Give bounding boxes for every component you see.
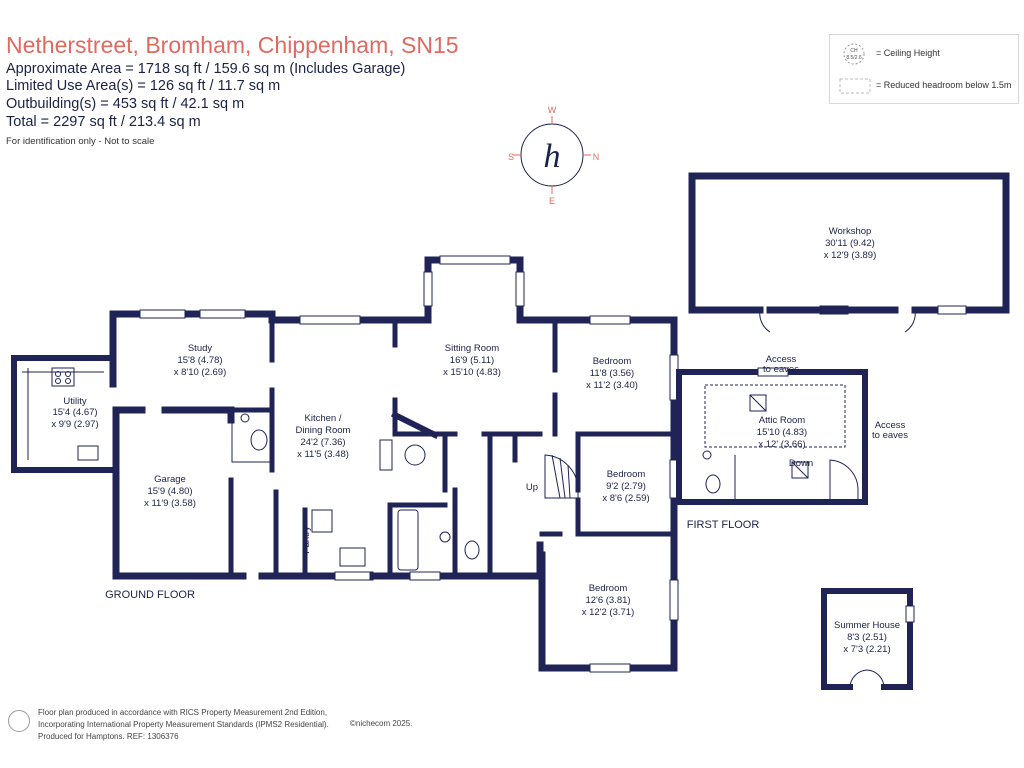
kitchen-name2: Dining Room [296,425,351,436]
workshop-walls [688,172,1010,333]
bedroom1-name: Bedroom [593,356,632,367]
bath-icon [397,509,419,571]
compass: W E S N h [508,105,599,206]
compass-w: W [548,105,557,115]
sitting-dims1: 16'9 (5.11) [450,355,494,366]
reduced-headroom-label: = Reduced headroom below 1.5m [876,80,1012,90]
bedroom1-dims2: x 11'2 (3.40) [586,380,638,391]
legend-symbols: CH 8.5/2.6 [839,43,871,94]
ceiling-badge-line2: 8.5/2.6 [846,55,862,61]
identification-note: For identification only - Not to scale [6,136,155,147]
study-name: Study [188,343,213,354]
attic-name: Attic Room [759,415,806,426]
garage-dims2: x 11'9 (3.58) [144,498,196,509]
ground-floor-label: GROUND FLOOR [105,589,195,601]
garage-dims1: 15'9 (4.80) [147,486,192,497]
ceiling-badge-line1: CH [850,48,858,54]
footer: Floor plan produced in accordance with R… [38,707,329,743]
summer-house-dims2: x 7'3 (2.21) [843,644,890,655]
attic-dims1: 15'10 (4.83) [757,427,807,438]
hob-icon [51,367,75,387]
kitchen-dims1: 24'2 (7.36) [300,437,345,448]
compass-n: N [593,152,600,162]
kitchen-sink-icon [339,547,366,567]
eaves-top-line1: Access [766,354,797,365]
footer-credit: ©nichecom 2025. [350,719,413,728]
utility-name: Utility [63,396,86,407]
bedroom3-dims2: x 12'2 (3.71) [582,607,635,618]
garage-name: Garage [154,474,186,485]
utility-dims1: 15'4 (4.67) [52,407,97,418]
stairs-up-label: Up [526,482,538,493]
footer-line3: Produced for Hamptons. REF: 1306376 [38,732,179,741]
utility-sink-icon [77,445,99,461]
first-floor-walls [676,367,868,505]
bedroom2-dims2: x 8'6 (2.59) [602,493,649,504]
ground-floor-fixtures [51,367,480,571]
ceiling-height-label: = Ceiling Height [876,48,940,58]
fireplace-icon [379,439,393,471]
kitchen-hob-icon [311,509,333,533]
footer-line1: Floor plan produced in accordance with R… [38,708,328,717]
footer-line2: Incorporating International Property Mea… [38,720,329,729]
total-area: Total = 2297 sq ft / 213.4 sq m [6,114,201,130]
reduced-headroom-icon [839,78,871,94]
eaves-top-line2: to eaves [763,364,799,375]
rics-badge-icon [8,710,30,732]
eaves-right-line2: to eaves [872,430,908,441]
bedroom3-dims1: 12'6 (3.81) [585,595,630,606]
wc-toilet-icon [250,429,268,451]
bedroom2-dims1: 9'2 (2.79) [606,481,646,492]
bathroom-toilet-icon [464,540,480,560]
summer-house-walls [821,588,915,690]
limited-use-area: Limited Use Area(s) = 126 sq ft / 11.7 s… [6,78,281,94]
workshop-dims2: x 12'9 (3.89) [824,250,877,261]
summer-house-dims1: 8'3 (2.51) [847,632,887,643]
stairs-down-label: Down [789,458,813,469]
approximate-area: Approximate Area = 1718 sq ft / 159.6 sq… [6,61,406,77]
compass-s: S [508,152,514,162]
kitchen-dims2: x 11'5 (3.48) [297,449,349,460]
bedroom3-name: Bedroom [589,583,628,594]
outbuildings-area: Outbuilding(s) = 453 sq ft / 42.1 sq m [6,96,245,112]
sitting-dims2: x 15'10 (4.83) [443,367,501,378]
kitchen-name1: Kitchen / [305,413,342,424]
workshop-dims1: 30'11 (9.42) [825,238,875,249]
eaves-right-line1: Access [875,420,906,431]
attic-dims2: x 12' (3.66) [758,439,805,450]
first-floor-label: FIRST FLOOR [687,519,760,531]
ceiling-height-icon [843,43,865,65]
legend-box: CH 8.5/2.6 = Ceiling Height = Reduced he… [829,34,1019,104]
ground-floor-walls [11,255,679,673]
summer-house-name: Summer House [834,620,900,631]
workshop-name: Workshop [829,226,872,237]
stove-icon [404,444,426,466]
compass-e: E [549,196,555,206]
compass-logo: h [544,138,561,175]
utility-dims2: x 9'9 (2.97) [51,419,98,430]
bedroom2-name: Bedroom [607,469,646,480]
study-dims1: 15'8 (4.78) [177,355,222,366]
attic-skylight-icon [749,394,767,412]
sitting-name: Sitting Room [445,343,499,354]
attic-toilet-icon [705,474,721,494]
bathroom-basin-icon [439,531,451,543]
property-title: Netherstreet, Bromham, Chippenham, SN15 [6,32,459,58]
study-dims2: x 8'10 (2.69) [174,367,227,378]
pantry-name: Pantry [301,526,312,554]
bedroom1-dims1: 11'8 (3.56) [590,368,634,379]
wc-basin-icon [240,413,250,423]
